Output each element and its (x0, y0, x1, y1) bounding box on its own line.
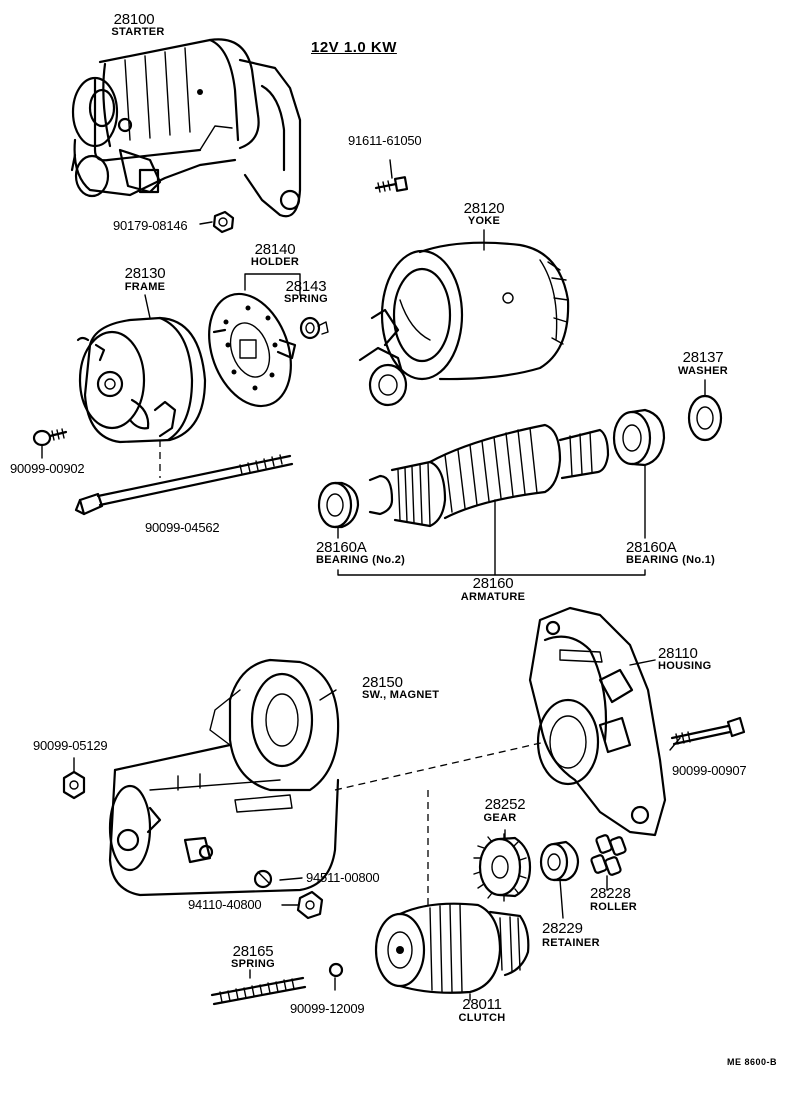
yoke-illustration (358, 241, 570, 407)
roller-28228-part-number: 28228 (590, 885, 631, 902)
washer-94511-part-number: 94511-00800 (306, 870, 380, 885)
nut-90099-05129-illustration (62, 757, 86, 800)
ball-90099-12009-illustration (328, 962, 344, 978)
bearing-no2-part-name: BEARING (No.2) (316, 554, 406, 566)
washer-28137-illustration (687, 394, 723, 442)
washer-28137-part-name: WASHER (677, 365, 729, 377)
frame-part-number: 28130 (124, 265, 166, 282)
leader-lines (144, 221, 706, 1001)
frame-part-name: FRAME (124, 281, 166, 293)
screw-90099-00902-illustration (32, 428, 68, 459)
bolt-91611-part-number: 91611-61050 (348, 133, 422, 148)
roller-28228-part-name: ROLLER (590, 901, 638, 913)
brush-holder-illustration (208, 292, 297, 408)
diagram-reference-code: ME 8600-B (727, 1057, 778, 1067)
voltage-power-spec: 12V 1.0 KW (311, 39, 397, 56)
yoke-part-name: YOKE (467, 215, 501, 227)
gear-28252-part-name: GEAR (483, 812, 517, 824)
drive-housing-illustration (528, 606, 667, 837)
clutch-part-name: CLUTCH (458, 1012, 506, 1024)
nut-90179-illustration (212, 210, 235, 234)
bearing-no2-illustration (317, 481, 360, 529)
gear-28252-illustration (473, 833, 532, 902)
bolt-90099-00907-part-number: 90099-00907 (672, 763, 747, 778)
armature-illustration (368, 423, 610, 528)
armature-part-number: 28160 (472, 575, 514, 592)
clutch-part-number: 28011 (462, 996, 502, 1013)
through-bolt-part-number: 90099-04562 (145, 520, 220, 535)
nut-94110-part-number: 94110-40800 (188, 897, 262, 912)
housing-part-number: 28110 (658, 645, 698, 662)
ball-90099-12009-part-number: 90099-12009 (290, 1001, 365, 1016)
armature-group-bracket (337, 465, 646, 576)
spring-28165-part-name: SPRING (231, 958, 275, 970)
holder-part-number: 28140 (254, 241, 296, 258)
armature-part-name: ARMATURE (460, 591, 526, 603)
retainer-28229-part-number: 28229 (542, 920, 583, 937)
starter-part-name: STARTER (111, 26, 165, 38)
magnet-switch-part-number: 28150 (362, 674, 403, 691)
retainer-28229-illustration (539, 840, 580, 882)
washer-28137-part-number: 28137 (682, 349, 724, 366)
magnet-switch-part-name: SW., MAGNET (362, 689, 440, 701)
spring-28143-part-name: SPRING (284, 293, 328, 305)
yoke-part-number: 28120 (463, 200, 505, 217)
bolt-91611-illustration (374, 159, 409, 193)
housing-part-name: HOUSING (658, 660, 712, 672)
gear-28252-part-number: 28252 (484, 796, 526, 813)
spring-28165-part-number: 28165 (232, 943, 274, 960)
spring-28143-illustration (299, 316, 329, 340)
spring-28143-part-number: 28143 (285, 278, 327, 295)
screw-90099-00902-part-number: 90099-00902 (10, 461, 85, 476)
bearing-no1-part-number: 28160A (626, 539, 677, 556)
washer-94511-illustration (253, 869, 273, 889)
nut-94110-illustration (296, 890, 324, 920)
commutator-frame-illustration (76, 316, 207, 444)
roller-28228-illustration (590, 834, 627, 876)
retainer-28229-part-name: RETAINER (542, 937, 600, 949)
starter-assembly-illustration (70, 38, 302, 218)
starter-part-number: 28100 (113, 11, 155, 28)
bearing-no1-illustration (612, 408, 666, 467)
spring-28165-illustration (210, 976, 307, 1006)
bolt-90099-00907-illustration (670, 716, 746, 746)
bearing-no1-part-name: BEARING (No.1) (626, 554, 716, 566)
through-bolt-illustration (74, 440, 294, 516)
holder-part-name: HOLDER (250, 256, 300, 268)
clutch-illustration (374, 902, 530, 994)
nut-90099-05129-part-number: 90099-05129 (33, 738, 108, 753)
magnet-switch-illustration (108, 658, 546, 897)
bearing-no2-part-number: 28160A (316, 539, 367, 556)
nut-90179-part-number: 90179-08146 (113, 218, 188, 233)
